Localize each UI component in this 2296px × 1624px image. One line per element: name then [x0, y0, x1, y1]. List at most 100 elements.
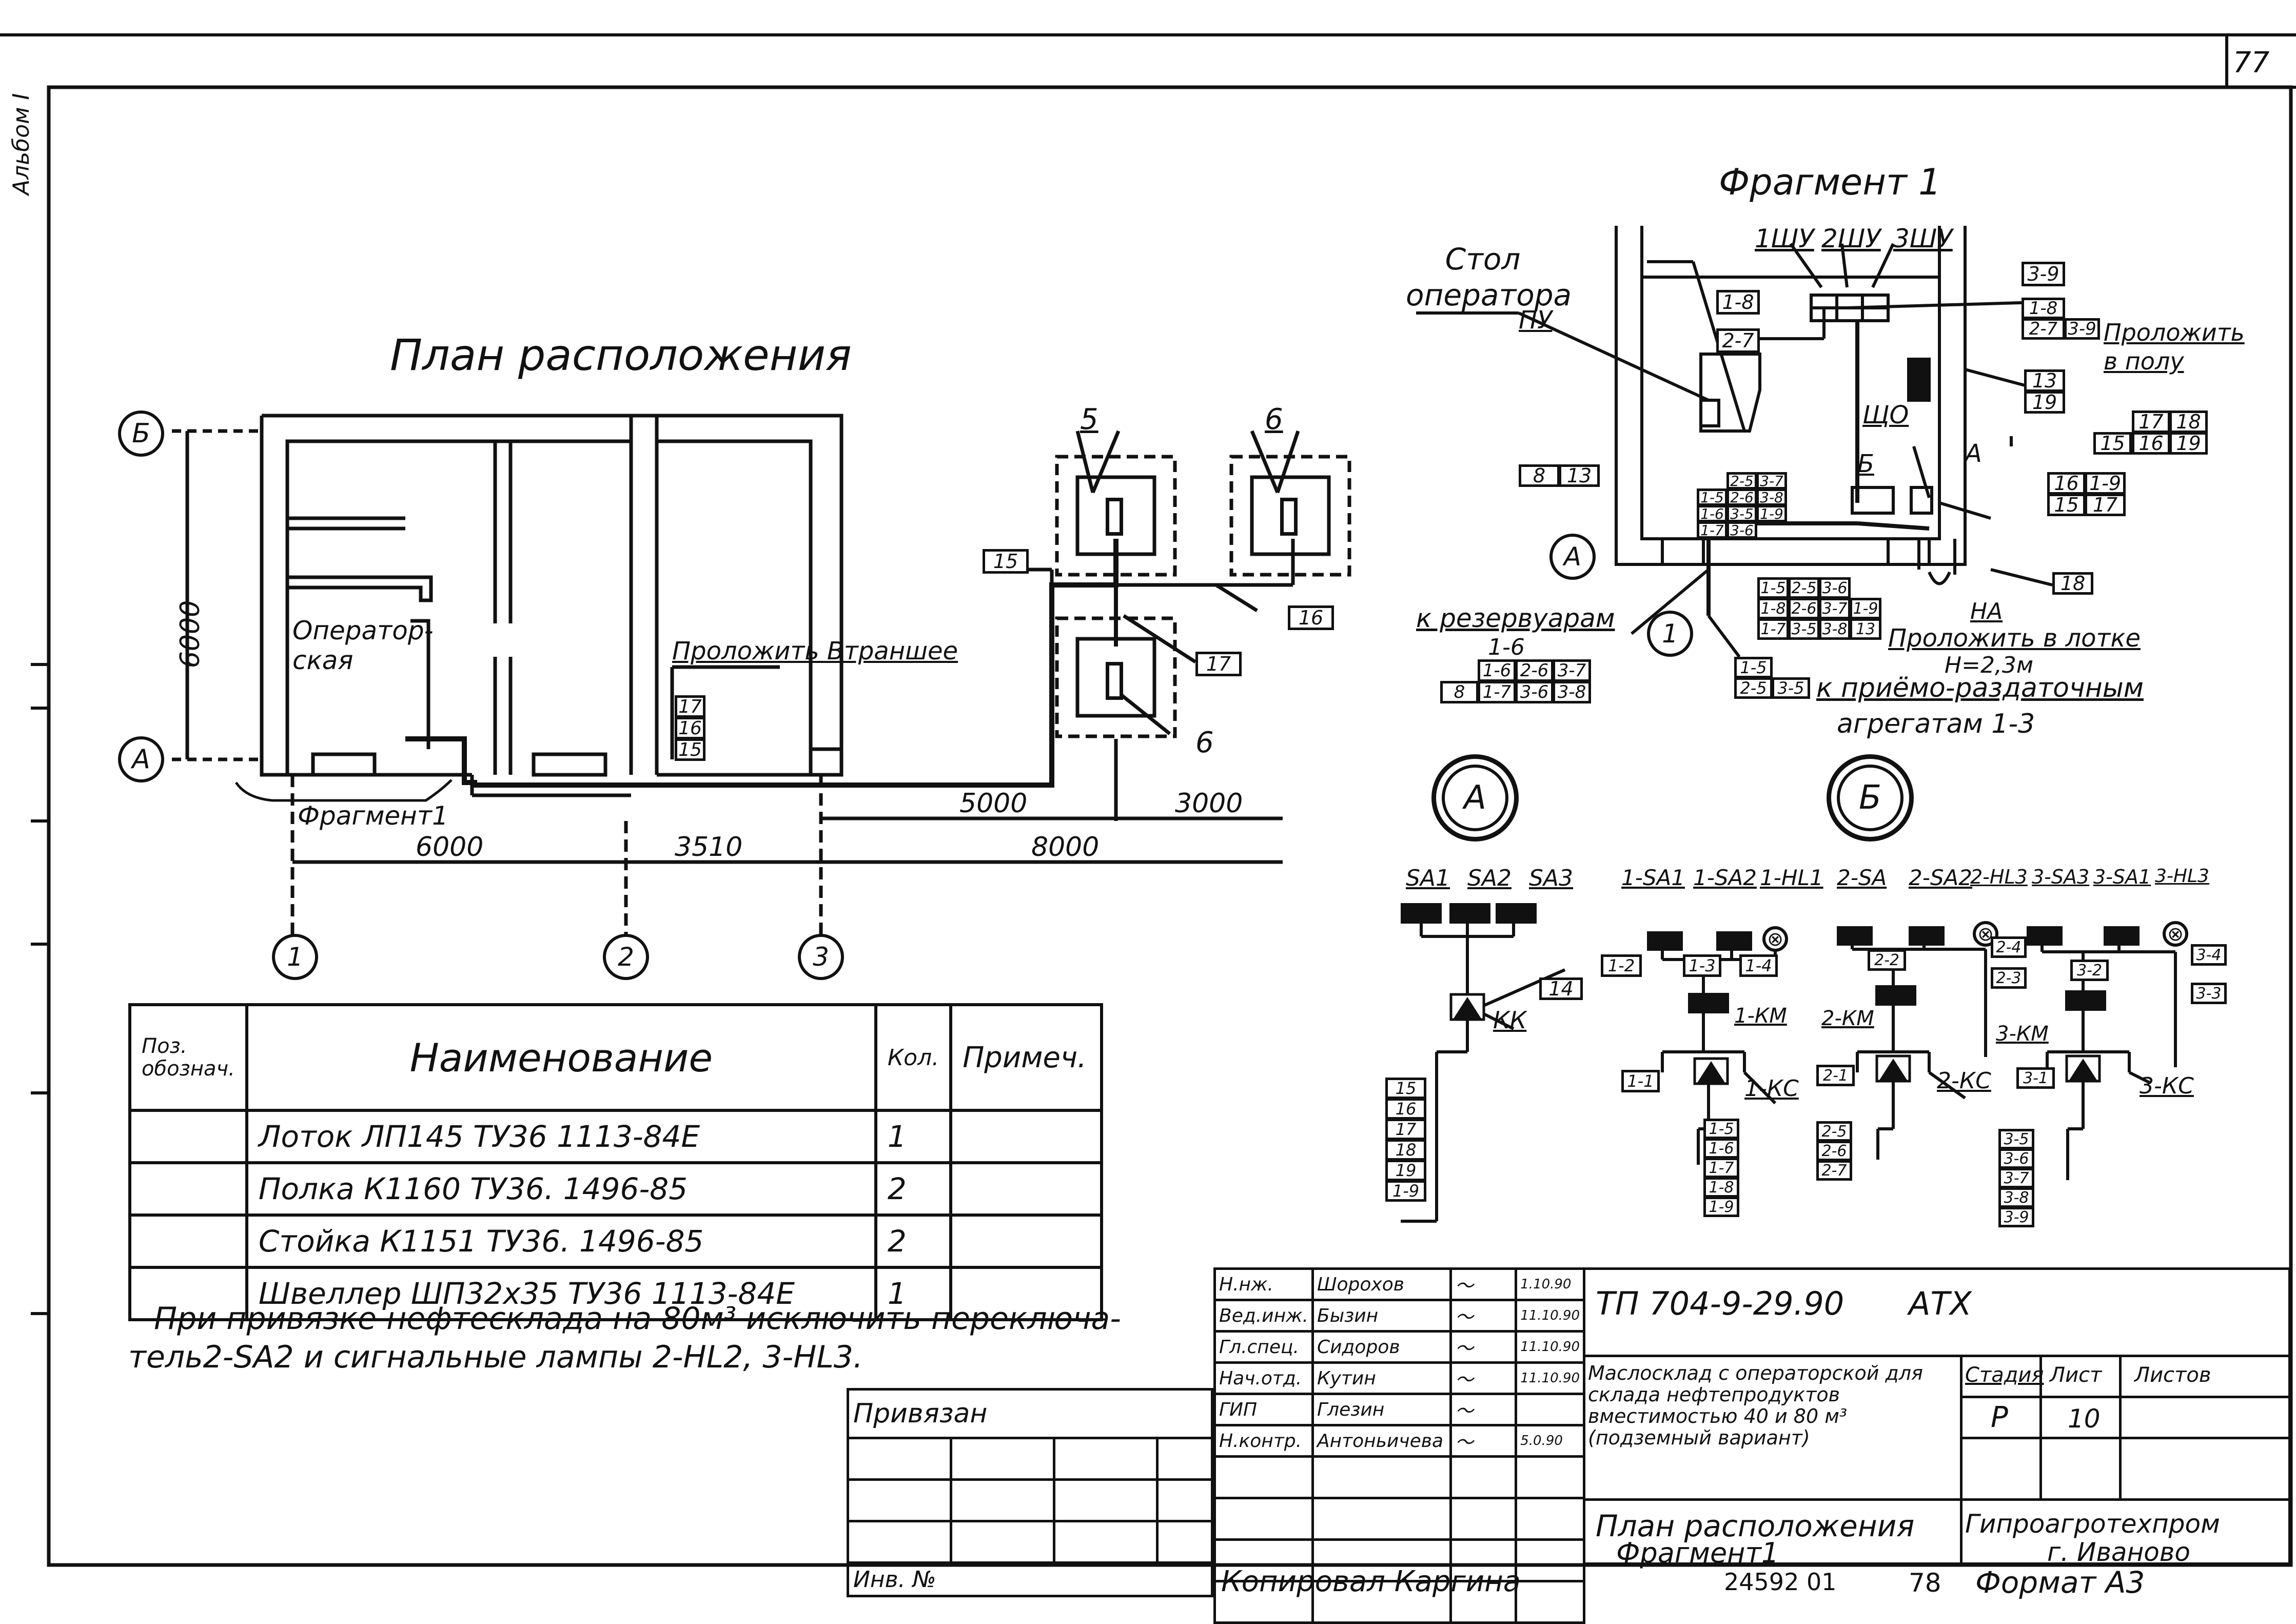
a-switch-1	[1401, 903, 1442, 924]
a-valve-symbol	[1449, 993, 1485, 1021]
table-row: Лоток ЛП145 ТУ36 1113-84Е 1	[128, 1109, 1103, 1164]
pu-label: ПУ	[1519, 306, 1553, 335]
panel-2: 2ШУ	[1821, 224, 1881, 253]
left-box-8: 8	[1519, 464, 1560, 487]
b2-in: 2-1	[1816, 1065, 1855, 1086]
tk-3-8: 3-8	[1553, 681, 1591, 703]
b2-l1: 2-SA	[1837, 865, 1887, 890]
b3-list-4: 3-9	[1998, 1207, 2034, 1227]
b3-lamp-icon: ⊗	[2163, 921, 2188, 947]
signature-icon: 〜	[1449, 1424, 1518, 1458]
stamp-date: 11.10.90	[1515, 1299, 1585, 1333]
stamp-vline-2	[2039, 1355, 2042, 1498]
to-tanks-sub: 1-6	[1488, 634, 1525, 660]
spec-note	[949, 1266, 1103, 1321]
grid-15: 15	[2093, 432, 2132, 455]
tr-1-5: 1-5	[1757, 577, 1789, 599]
binding-block: Привязан Инв. №	[847, 1388, 1213, 1597]
cg-3-8: 3-8	[1756, 488, 1787, 506]
table-row: Н.нж.Шорохов〜1.10.90	[1213, 1267, 1585, 1301]
org-line-2: г. Иваново	[2047, 1537, 2190, 1567]
sheets-header: Листов	[2134, 1363, 2211, 1387]
stamp-name: Антоньичева	[1311, 1424, 1452, 1458]
doc-type: АТХ	[1909, 1285, 1972, 1322]
table-row: Полка К1160 ТУ36. 1496-85 2	[128, 1161, 1103, 1217]
b3-l1: 3-SA3	[2032, 866, 2090, 888]
b2-list-1: 2-6	[1816, 1141, 1852, 1161]
stamp-name: Бызин	[1311, 1299, 1452, 1333]
b3-kc: 3-КС	[2140, 1073, 2194, 1099]
cg-2-6: 2-6	[1726, 488, 1757, 506]
plan-dim-height: 6000	[175, 600, 206, 669]
cg-3-6: 3-6	[1726, 521, 1757, 539]
box-3-9: 3-9	[2022, 262, 2065, 286]
table-row: Стойка К1151 ТУ36. 1496-85 2	[128, 1214, 1103, 1269]
dim-3510: 3510	[675, 832, 743, 863]
stamp-date: 11.10.90	[1515, 1361, 1585, 1395]
stage-value: Р	[1991, 1401, 2008, 1434]
object-name: Маслосклад с операторской для склада неф…	[1588, 1362, 1923, 1449]
b3-list-0: 3-5	[1998, 1129, 2034, 1149]
stamp-name: Глезин	[1311, 1393, 1452, 1426]
tr-1-8: 1-8	[1757, 598, 1789, 619]
signature-icon: 〜	[1449, 1330, 1518, 1364]
dim-8000: 8000	[1031, 832, 1100, 863]
b1-in: 1-1	[1621, 1070, 1660, 1092]
panel-3: 3ШУ	[1893, 224, 1953, 253]
b3-switch-2	[2104, 926, 2140, 946]
dim-5000: 5000	[959, 788, 1028, 819]
inv-label: Инв. №	[847, 1561, 1213, 1597]
tk-8: 8	[1440, 681, 1479, 703]
tr-13: 13	[1850, 618, 1881, 640]
tank-pipe-6	[1280, 498, 1298, 536]
b2-l2: 2-SA2	[1909, 865, 1972, 890]
scheme-b-marker: Б	[1827, 754, 1914, 842]
box-1-8: 1-8	[1716, 290, 1760, 315]
copied-by: Копировал Каргина	[1221, 1565, 1521, 1598]
h-label: H=2,3м	[1945, 652, 2034, 678]
org-line-1: Гипроагротехпром	[1965, 1509, 2220, 1539]
cable-tag-16: 16	[1288, 605, 1334, 630]
spec-note	[949, 1161, 1103, 1217]
a-list-19: 19	[1385, 1160, 1426, 1181]
grid2-17: 17	[2085, 494, 2126, 516]
b3-km-relay	[2065, 990, 2106, 1011]
stage-header: Стадия	[1965, 1363, 2044, 1387]
spec-h-pos: Поз. обознач.	[128, 1003, 248, 1112]
cable-tag-17: 17	[1195, 652, 1242, 676]
b1-list-4: 1-9	[1703, 1197, 1739, 1217]
a-sa1: SA1	[1406, 865, 1450, 891]
spec-header-row: Поз. обознач. Наименование Кол. Примеч.	[128, 1003, 1103, 1112]
b-box-label: Б	[1857, 449, 1874, 478]
b2-box-2-3: 2-3	[1991, 967, 2027, 989]
b2-list-0: 2-5	[1816, 1121, 1852, 1142]
table-row: Нач.отд.Кутин〜11.10.90	[1213, 1361, 1585, 1395]
title-line-1: План расположения	[1596, 1509, 1915, 1543]
b1-valve-symbol	[1693, 1057, 1729, 1085]
grid-18: 18	[2169, 410, 2208, 433]
tank-pipe-5	[1106, 498, 1123, 536]
b3-list-2: 3-7	[1998, 1168, 2034, 1188]
b1-list-0: 1-5	[1703, 1119, 1739, 1139]
grid-19: 19	[2169, 432, 2208, 455]
fragment-axis-1: 1	[1647, 611, 1693, 657]
fragment-title: Фрагмент 1	[1719, 161, 1941, 203]
b3-list-3: 3-8	[1998, 1187, 2034, 1208]
tr-1-9: 1-9	[1850, 598, 1881, 619]
dim-6000: 6000	[416, 832, 484, 863]
tank-label-6: 6	[1265, 403, 1283, 436]
b2-km-relay	[1875, 985, 1916, 1006]
panel-1: 1ШУ	[1755, 224, 1814, 253]
a-sa2: SA2	[1467, 865, 1512, 891]
shcho-label: ЩО	[1862, 401, 1909, 429]
b1-km-relay	[1688, 993, 1729, 1013]
stamp-line-2	[1583, 1498, 2291, 1501]
a-box-14: 14	[1539, 977, 1583, 1000]
b3-l3: 3-HL3	[2155, 866, 2209, 887]
rv-1-5: 1-5	[1734, 657, 1773, 678]
stamp-date: 5.0.90	[1515, 1424, 1585, 1458]
scheme-b-inner: Б	[1837, 765, 1903, 831]
a-list-1-9: 1-9	[1385, 1180, 1426, 1202]
lay-floor-label: Проложить в полу	[2104, 319, 2245, 375]
